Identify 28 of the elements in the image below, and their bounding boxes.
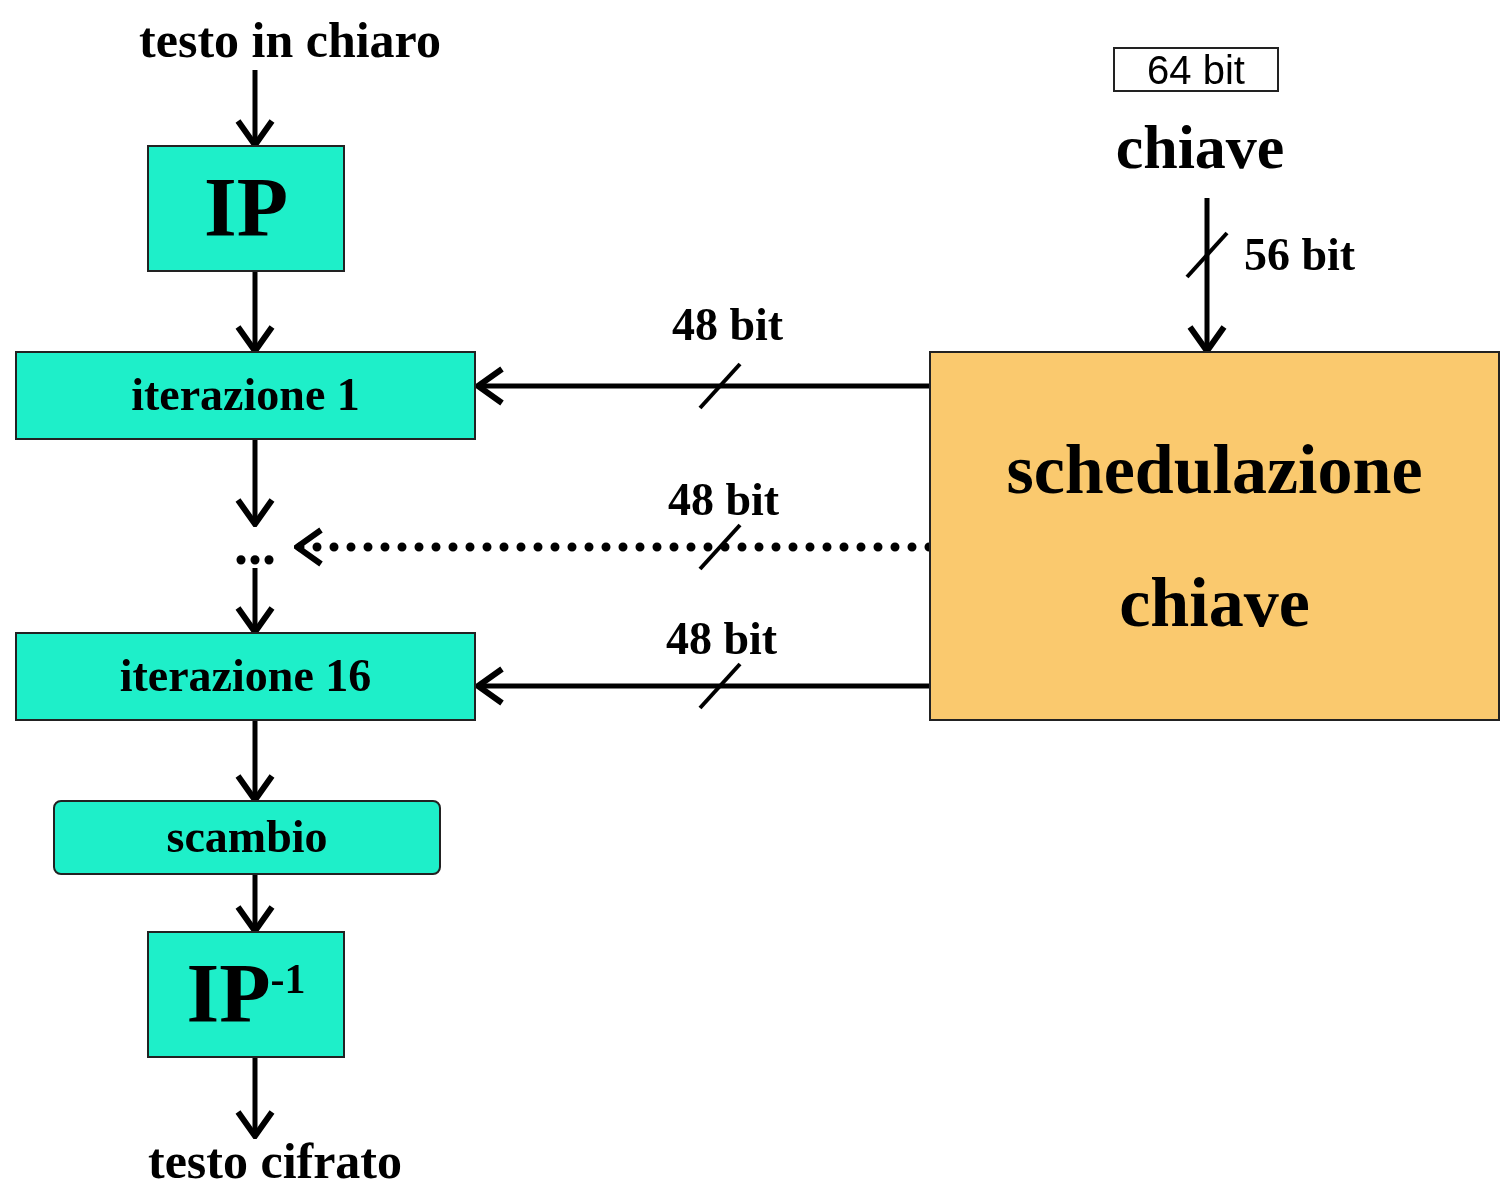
box-label: IP$^{-1}$ [186, 948, 306, 1041]
key-label: chiave [1080, 112, 1320, 182]
output-label: testo cifrato [90, 1136, 460, 1186]
key-schedule-box [929, 351, 1500, 721]
process-box [15, 351, 476, 440]
process-box [53, 800, 441, 875]
process-box [15, 632, 476, 721]
box-label: schedulazione chiave [1005, 430, 1424, 643]
box-label: scambio [166, 812, 328, 863]
arrow [1187, 198, 1227, 354]
process-box [147, 145, 345, 272]
process-box [147, 931, 345, 1058]
box-label: 64 bit [1147, 47, 1245, 92]
arrow [235, 875, 275, 934]
arrow [235, 1058, 275, 1139]
arrow [235, 721, 275, 803]
size-box [1113, 47, 1279, 92]
box-label: iterazione 1 [131, 370, 360, 421]
box-label: IP [204, 162, 288, 255]
arrow [235, 568, 275, 635]
arrow [235, 272, 275, 354]
arrow [475, 666, 929, 706]
input-label: testo in chiaro [95, 10, 485, 70]
arrow [235, 70, 275, 148]
arrow [235, 440, 275, 527]
box-label: iterazione 16 [119, 651, 372, 702]
arrow [475, 366, 929, 406]
ellipsis-label: ... [215, 524, 295, 568]
